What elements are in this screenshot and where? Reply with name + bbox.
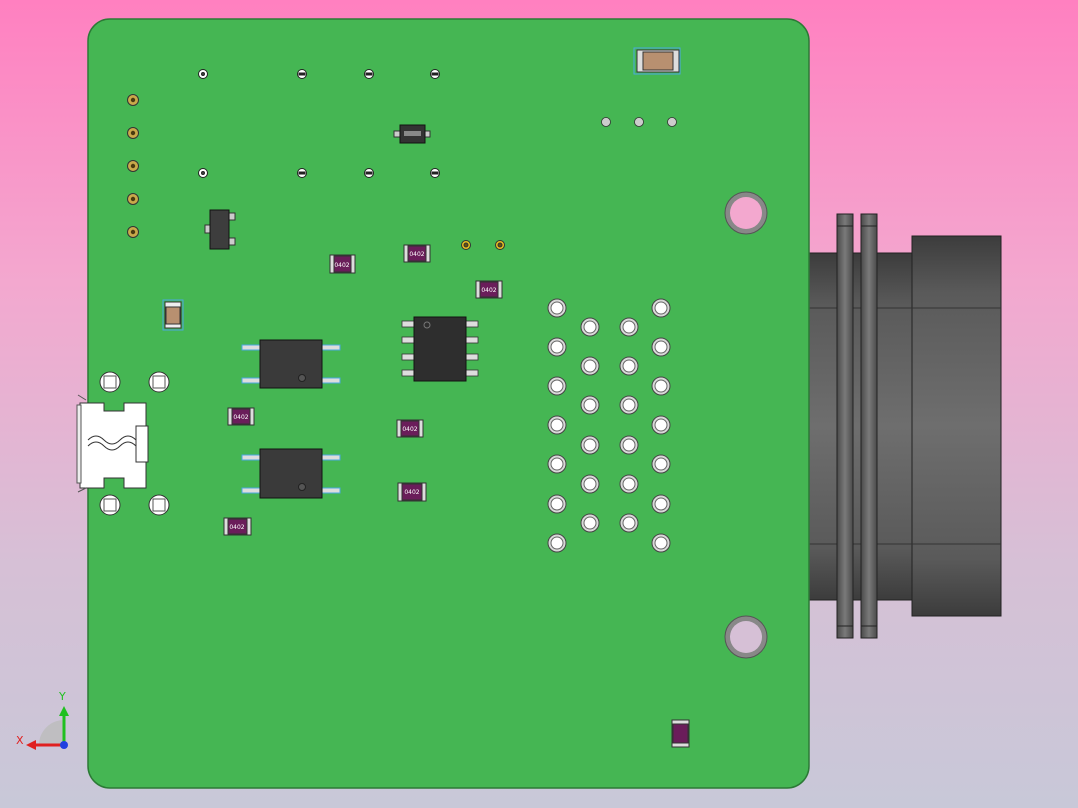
- optocoupler-u1[interactable]: [241, 339, 341, 389]
- mounting-hole: [724, 191, 768, 235]
- pin-hole-center: [583, 398, 597, 412]
- coordinate-triad-icon: Y X: [16, 690, 69, 750]
- pin-hole-center: [654, 536, 668, 550]
- header-pads: [127, 94, 139, 238]
- pin-hole-center: [622, 477, 636, 491]
- transistor-sot23[interactable]: [204, 209, 236, 250]
- pin-hole-center: [550, 418, 564, 432]
- component-marking: 0402: [402, 426, 417, 433]
- pin-hole-center: [550, 379, 564, 393]
- capacitor-1206[interactable]: [633, 47, 681, 75]
- usb-connector[interactable]: [76, 371, 170, 516]
- x-axis-label: X: [16, 734, 24, 747]
- pin-hole-center: [583, 516, 597, 530]
- pin-hole-center: [583, 359, 597, 373]
- pin-hole-center: [550, 301, 564, 315]
- component-marking: 0402: [334, 262, 349, 269]
- capacitor-0805[interactable]: [162, 299, 184, 331]
- pin-hole-center: [622, 438, 636, 452]
- pin-hole-center: [654, 301, 668, 315]
- resistor-r7[interactable]: 0402: [223, 517, 252, 536]
- resistor-r3[interactable]: 0402: [475, 280, 503, 299]
- pin-hole-center: [622, 359, 636, 373]
- pin-hole-center: [583, 320, 597, 334]
- pin-hole-center: [654, 497, 668, 511]
- test-pads: [601, 117, 677, 127]
- pin-hole-center: [550, 340, 564, 354]
- optocoupler-u2[interactable]: [241, 448, 341, 499]
- pcb-board[interactable]: [87, 18, 810, 789]
- pin-hole-center: [622, 398, 636, 412]
- resistor-r6[interactable]: 0402: [397, 482, 427, 502]
- pin-hole-center: [550, 497, 564, 511]
- via-row-top: [198, 69, 440, 79]
- pin-hole-center: [654, 379, 668, 393]
- pin-hole-center: [622, 320, 636, 334]
- resistor-r5[interactable]: 0402: [396, 419, 424, 438]
- resistor-r1[interactable]: 0402: [329, 254, 356, 274]
- pin-hole-center: [550, 536, 564, 550]
- pin-hole-center: [654, 418, 668, 432]
- via-row-bottom: [198, 168, 440, 178]
- connector-pin-grid: [547, 298, 671, 553]
- circular-connector[interactable]: [807, 213, 1002, 639]
- pin-hole-center: [622, 516, 636, 530]
- resistor-r8[interactable]: [671, 719, 690, 748]
- component-marking: 0402: [233, 414, 248, 421]
- component-marking: 0402: [404, 489, 419, 496]
- pin-hole-center: [583, 438, 597, 452]
- mounting-hole: [724, 615, 768, 659]
- pin-hole-center: [583, 477, 597, 491]
- pin-hole-center: [550, 457, 564, 471]
- resistor-r4[interactable]: 0402: [227, 407, 255, 426]
- component-marking: 0402: [229, 524, 244, 531]
- component-marking: 0402: [481, 287, 496, 294]
- component-marking: 0402: [409, 251, 424, 258]
- resistor-r2[interactable]: 0402: [403, 244, 431, 263]
- diode-sod[interactable]: [393, 124, 431, 144]
- pin-hole-center: [654, 457, 668, 471]
- pin-hole-center: [654, 340, 668, 354]
- y-axis-label: Y: [58, 690, 66, 703]
- gold-pads: [461, 240, 505, 250]
- ic-soic8[interactable]: [401, 316, 479, 382]
